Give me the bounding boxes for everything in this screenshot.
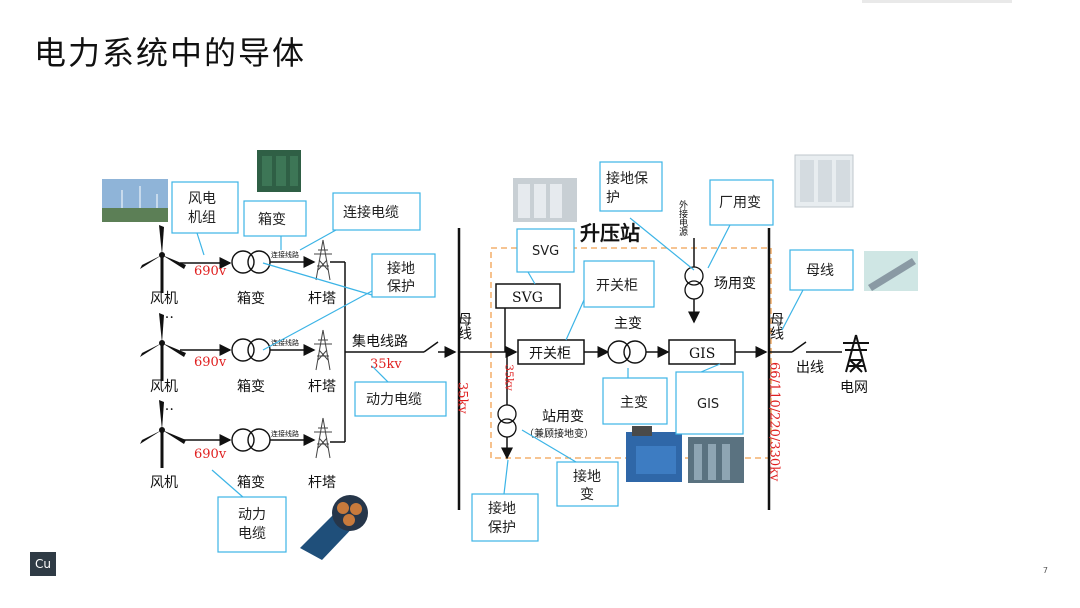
- ellipsis-2: …: [160, 398, 174, 414]
- switchgear-block: [517, 339, 585, 365]
- svg-text:母线: 母线: [806, 263, 834, 279]
- voltage-35-left: 35kv: [370, 357, 402, 372]
- turbine-row-1: [138, 223, 345, 295]
- tower-label-3: 杆塔: [308, 475, 336, 491]
- svg-text:开关柜: 开关柜: [596, 278, 638, 294]
- box-xfmr-label-3: 箱变: [237, 475, 265, 491]
- main-transformer-label: 主变: [614, 316, 642, 332]
- collector-switch: [423, 341, 439, 353]
- turbine-label-2: 风机: [150, 379, 178, 395]
- svg-text:连接电缆: 连接电缆: [343, 204, 399, 221]
- line-tag-3: 连接线路: [271, 429, 299, 438]
- station-transformer-label: 站用变: [542, 409, 584, 425]
- voltage-690-3: 690v: [194, 447, 227, 462]
- box-transformer-photo: [257, 150, 301, 192]
- svg-text:变: 变: [580, 487, 594, 503]
- svg-text:箱变: 箱变: [258, 212, 286, 228]
- grid-label: 电网: [840, 380, 868, 396]
- wind-farm-photo: [102, 179, 168, 222]
- voltage-690-2: 690v: [194, 355, 227, 370]
- callout-grounding-protection-1: 接地 保护: [371, 253, 436, 298]
- output-voltage-label: 66/110/220/330kv: [767, 362, 782, 482]
- aux-transformer-label: 场用变: [714, 276, 756, 292]
- page-title: 电力系统中的导体: [34, 34, 307, 72]
- svg-text:机组: 机组: [188, 210, 216, 226]
- turbine-row-3: [138, 398, 345, 470]
- switchgear-label: 开关柜: [529, 346, 571, 362]
- booster-station-title: 升压站: [580, 221, 640, 245]
- callout-connecting-cable: 连接电缆: [332, 192, 421, 231]
- grid-tower-icon: [843, 334, 869, 373]
- callout-gis: GIS: [675, 371, 744, 435]
- turbine-label-3: 风机: [150, 475, 178, 491]
- page-number: 7: [1042, 566, 1048, 575]
- top-accent-bar: [862, 0, 1012, 3]
- gis-block: [668, 339, 736, 365]
- turbine-row-2: [138, 311, 333, 383]
- callout-aux-transformer: 厂用变: [709, 179, 774, 226]
- svg-text:接地: 接地: [573, 468, 601, 485]
- callout-power-cable-2: 动力 电缆: [217, 496, 287, 553]
- turbine-label-1: 风机: [150, 291, 178, 307]
- tower-label-1: 杆塔: [308, 291, 336, 307]
- callout-grounding-protection-3: 接地 保护: [471, 493, 539, 542]
- svg-text:动力: 动力: [238, 507, 266, 523]
- busbar-label-1: 母线: [456, 312, 472, 340]
- box-xfmr-label-1: 箱变: [237, 291, 265, 307]
- svg-text:GIS: GIS: [697, 397, 719, 412]
- gis-photo: [688, 437, 744, 483]
- tower-label-2: 杆塔: [308, 379, 336, 395]
- grounding-note: （兼顾接地变）: [524, 427, 594, 440]
- voltage-690-1: 690v: [194, 264, 227, 279]
- callout-grounding-protection-2: 接地保 护: [599, 161, 663, 212]
- callout-busbar: 母线: [789, 249, 854, 291]
- callout-wind-turbine-group: 风电 机组: [171, 181, 239, 234]
- svg-block: [495, 283, 561, 309]
- svg-text:接地: 接地: [488, 500, 516, 517]
- outgoing-line-label: 出线: [796, 360, 824, 376]
- voltage-35-bus: 35kv: [455, 382, 470, 414]
- line-tag-1: 连接线路: [271, 250, 299, 259]
- callout-grounding-transformer: 接地 变: [556, 461, 619, 507]
- collector-line-label: 集电线路: [352, 333, 408, 350]
- outgoing-switch: [791, 341, 807, 353]
- cable-photo: [300, 495, 368, 560]
- callout-svg: SVG: [516, 228, 575, 273]
- svg-text:厂用变: 厂用变: [719, 195, 761, 211]
- svg-text:接地: 接地: [387, 260, 415, 277]
- cabinet-photo: [794, 154, 854, 208]
- svg-block-label: SVG: [512, 290, 543, 306]
- svg-text:接地保: 接地保: [606, 170, 648, 187]
- main-transformer-photo: [626, 426, 682, 482]
- line-tag-2: 连接线路: [271, 338, 299, 347]
- svg-text:保护: 保护: [488, 520, 516, 536]
- busbar-label-2: 母线: [768, 312, 784, 340]
- callout-switchgear: 开关柜: [583, 260, 655, 308]
- svg-text:主变: 主变: [620, 395, 648, 411]
- main-transformer-symbol: [607, 340, 647, 364]
- svg-text:动力电缆: 动力电缆: [366, 392, 422, 408]
- logo-cu: Cu: [30, 552, 56, 576]
- svg-text:电缆: 电缆: [238, 526, 266, 542]
- busbar-photo: [864, 251, 918, 291]
- callout-main-transformer: 主变: [602, 377, 668, 425]
- svg-text:护: 护: [606, 190, 620, 206]
- external-power-label: 外接电源: [677, 199, 688, 237]
- svg-text:风电: 风电: [188, 191, 216, 207]
- svg-text:SVG: SVG: [532, 244, 559, 259]
- svg-text:保护: 保护: [387, 279, 415, 295]
- switchgear-room-photo: [513, 178, 577, 222]
- callout-power-cable-1: 动力电缆: [354, 381, 447, 417]
- ellipsis-1: …: [160, 306, 174, 322]
- callout-box-transformer: 箱变: [243, 200, 307, 237]
- gis-label: GIS: [689, 346, 715, 362]
- box-xfmr-label-2: 箱变: [237, 379, 265, 395]
- voltage-35-station: 35kv: [503, 364, 516, 392]
